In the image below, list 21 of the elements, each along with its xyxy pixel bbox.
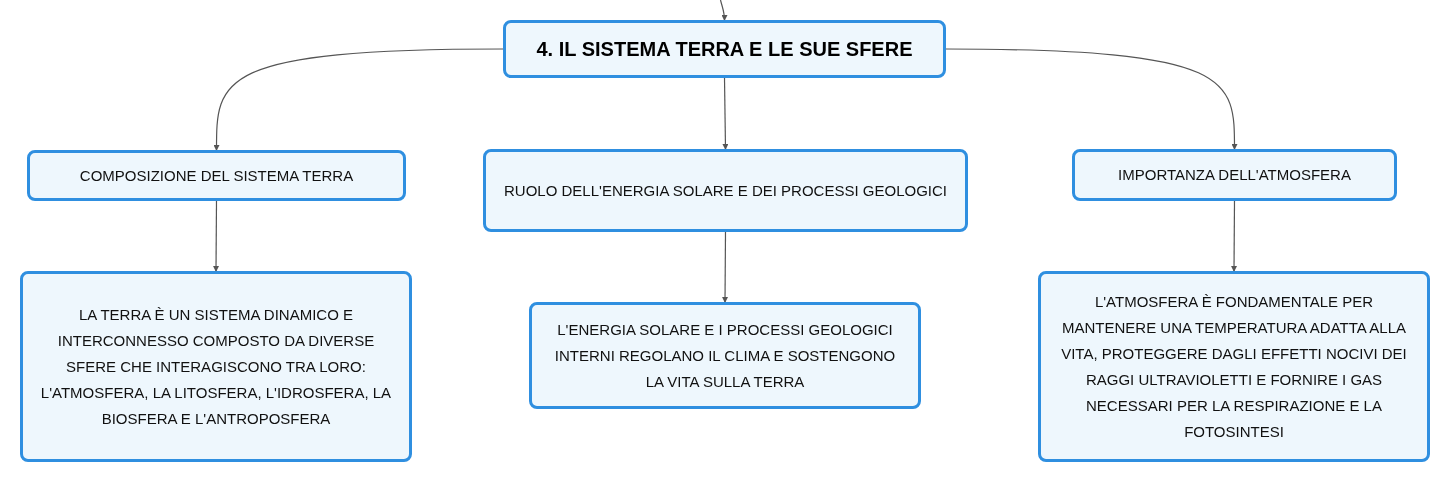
- arrow: [945, 48, 1238, 150]
- title-text: 4. IL SISTEMA TERRA E LE SUE SFERE: [536, 37, 913, 62]
- topic-box: [483, 149, 968, 232]
- topic-box: [503, 20, 946, 78]
- arrow: [213, 200, 220, 272]
- arrow: [719, 0, 728, 21]
- topic-text: L'ENERGIA SOLARE E I PROCESSI GEOLOGICI INTERNI REGOLANO IL CLIMA E SOSTENGONO LA VITA SULLA TERRA: [553, 319, 897, 392]
- topic-text: RUOLO DELL'ENERGIA SOLARE E DEI PROCESSI GEOLOGICI: [504, 180, 947, 201]
- topic-box: [1038, 271, 1430, 462]
- topic-box: [1072, 149, 1397, 201]
- topic-text: IMPORTANZA DELL'ATMOSFERA: [1118, 165, 1351, 185]
- topic-text: L'ATMOSFERA È FONDAMENTALE PER MANTENERE UNA TEMPERATURA ADATTA ALLA VITA, PROTEGGERE DAGLI EFFETTI NOCIVI DEI RAGGI ULTRAVIOLETTI E FORNIRE I GAS NECESSARI PER LA RESPIRAZIONE E LA FOTOSINTESI: [1060, 291, 1408, 442]
- topic-text: COMPOSIZIONE DEL SISTEMA TERRA: [79, 165, 354, 186]
- arrow: [1231, 200, 1238, 272]
- topic-box: [27, 150, 406, 201]
- topic-box: [20, 271, 412, 462]
- arrow: [213, 48, 504, 151]
- topic-box: [529, 302, 921, 409]
- arrow: [722, 231, 729, 303]
- topic-text: LA TERRA È UN SISTEMA DINAMICO E INTERCONNESSO COMPOSTO DA DIVERSE SFERE CHE INTERAGISCONO TRA LORO: L'ATMOSFERA, LA LITOSFERA, L'IDROSFERA, LA BIOSFERA E L'ANTROPOSFERA: [39, 304, 393, 429]
- arrow: [722, 77, 729, 150]
